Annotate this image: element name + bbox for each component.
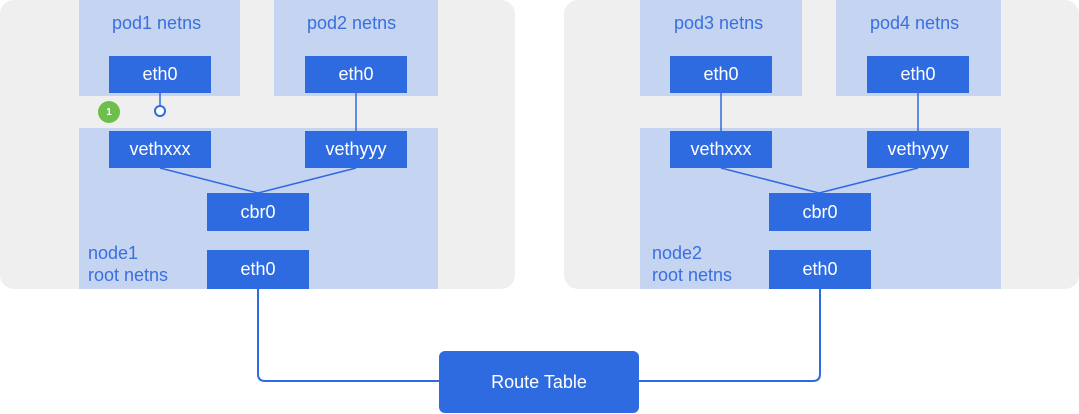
node1-vethyyy: vethyyy: [305, 131, 407, 168]
link-vethyyy-cbr0: [257, 167, 357, 194]
node2-vethxxx: vethxxx: [670, 131, 772, 168]
node2-root-label-line2: root netns: [652, 265, 733, 285]
pod3-netns-label: pod3 netns: [674, 13, 764, 33]
pod1-netns-label: pod1 netns: [112, 13, 202, 33]
pod1-eth0: eth0: [109, 56, 211, 93]
node1-cbr0: cbr0: [207, 193, 309, 231]
pod4-netns-label: pod4 netns: [870, 13, 960, 33]
link-node2-vethyyy-cbr0: [818, 167, 919, 194]
link-node2-eth0-route-table: [639, 289, 821, 382]
link-node2-vethxxx-cbr0: [720, 167, 820, 194]
packet-port-marker: [154, 105, 166, 117]
node1-eth0: eth0: [207, 250, 309, 289]
pod4-eth0: eth0: [867, 56, 969, 93]
node2-cbr0: cbr0: [769, 193, 871, 231]
link-vethxxx-cbr0: [159, 167, 259, 194]
node2-vethyyy: vethyyy: [867, 131, 969, 168]
pod2-eth0: eth0: [305, 56, 407, 93]
link-node1-eth0-route-table: [257, 289, 439, 382]
node1-root-label-line2: root netns: [88, 265, 169, 285]
node2-eth0: eth0: [769, 250, 871, 289]
pod2-netns-label: pod2 netns: [307, 13, 397, 33]
node1-vethxxx: vethxxx: [109, 131, 211, 168]
node2-root-label-line1: node2: [652, 243, 703, 263]
step-1-badge: 1: [98, 101, 120, 123]
route-table: Route Table: [439, 351, 639, 413]
pod3-eth0: eth0: [670, 56, 772, 93]
node1-root-label-line1: node1: [88, 243, 139, 263]
